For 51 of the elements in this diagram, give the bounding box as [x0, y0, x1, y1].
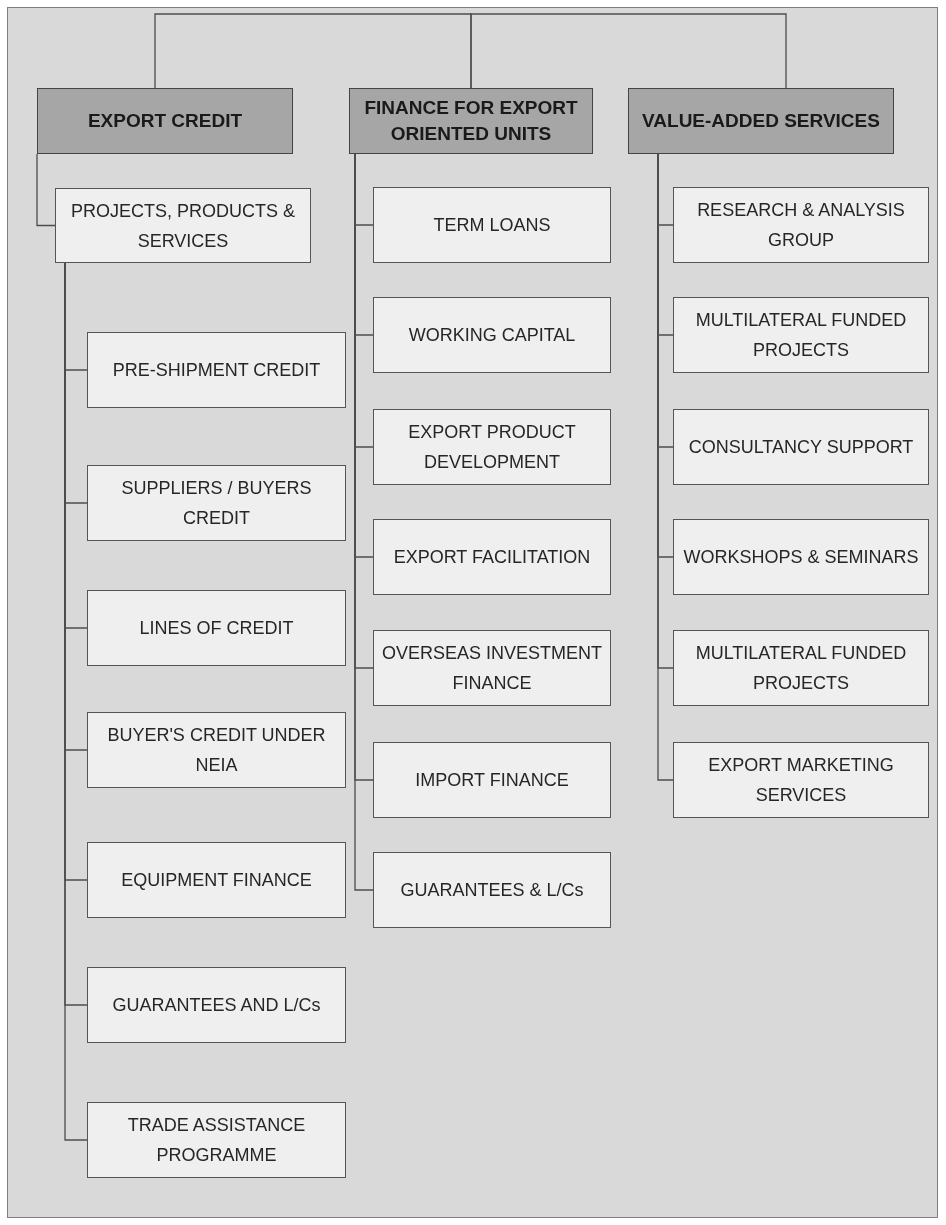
service-label: TERM LOANS	[433, 214, 551, 237]
service-label: SUPPLIERS / BUYERS CREDIT	[120, 477, 313, 530]
service-box	[373, 630, 611, 706]
service-label: CONSULTANCY SUPPORT	[688, 436, 914, 459]
service-box	[55, 188, 311, 263]
service-label: PROJECTS, PRODUCTS & SERVICES	[70, 199, 296, 253]
service-box	[87, 465, 346, 541]
service-label: MULTILATERAL FUNDED PROJECTS	[694, 642, 908, 695]
service-box	[673, 187, 929, 263]
service-label: WORKSHOPS & SEMINARS	[683, 546, 919, 569]
service-label: PRE-SHIPMENT CREDIT	[112, 359, 321, 382]
service-label: WORKING CAPITAL	[408, 324, 576, 347]
service-box	[673, 409, 929, 485]
service-box	[673, 742, 929, 818]
service-box	[87, 842, 346, 918]
service-label: GUARANTEES & L/Cs	[400, 879, 584, 902]
connector-line	[154, 13, 472, 89]
service-label: MULTILATERAL FUNDED PROJECTS	[694, 309, 908, 362]
service-box	[87, 712, 346, 788]
service-label: EQUIPMENT FINANCE	[121, 869, 312, 892]
service-box	[373, 297, 611, 373]
service-label: EXPORT MARKETING SERVICES	[707, 754, 895, 807]
service-box	[373, 187, 611, 263]
service-box	[373, 519, 611, 595]
service-label: TRADE ASSISTANCE PROGRAMME	[126, 1114, 307, 1167]
service-label: LINES OF CREDIT	[139, 617, 294, 640]
category-box	[37, 88, 293, 154]
service-label: GUARANTEES AND L/Cs	[112, 994, 321, 1017]
service-box	[673, 297, 929, 373]
service-label: EXPORT PRODUCT DEVELOPMENT	[407, 421, 577, 474]
service-label: RESEARCH & ANALYSIS GROUP	[696, 199, 906, 252]
category-box	[628, 88, 894, 154]
category-title: FINANCE FOR EXPORT ORIENTED UNITS	[363, 96, 579, 146]
connector-line	[36, 153, 56, 227]
service-label: BUYER'S CREDIT UNDER NEIA	[106, 724, 327, 777]
service-label: EXPORT FACILITATION	[393, 546, 591, 569]
category-title: EXPORT CREDIT	[87, 109, 243, 133]
service-box	[87, 967, 346, 1043]
service-box	[673, 630, 929, 706]
category-title: VALUE-ADDED SERVICES	[642, 109, 880, 133]
service-box	[87, 332, 346, 408]
service-label: OVERSEAS INVESTMENT FINANCE	[380, 642, 603, 695]
service-box	[373, 852, 611, 928]
service-box	[87, 590, 346, 666]
category-box	[349, 88, 593, 154]
service-box	[87, 1102, 346, 1178]
service-box	[673, 519, 929, 595]
service-box	[373, 409, 611, 485]
connector-line	[470, 13, 787, 89]
service-label: IMPORT FINANCE	[415, 769, 569, 792]
service-box	[373, 742, 611, 818]
